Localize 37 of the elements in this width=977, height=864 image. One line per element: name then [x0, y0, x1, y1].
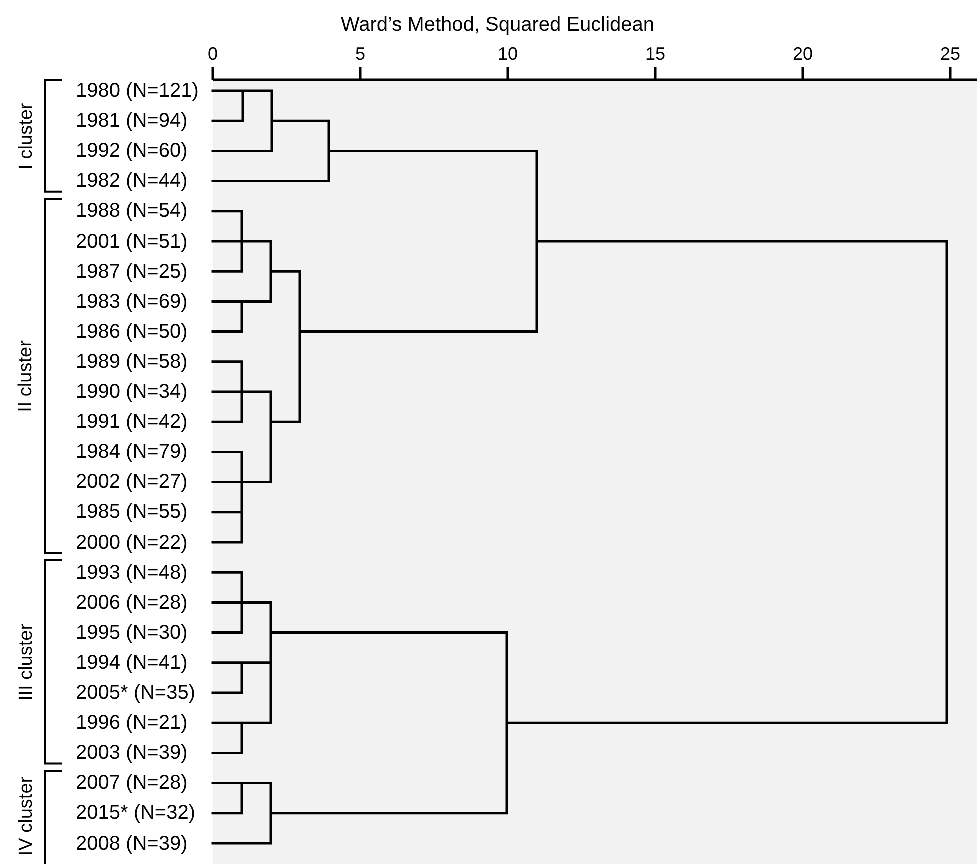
leaf-label: 2000 (N=22): [76, 532, 188, 552]
cluster-label: I cluster: [16, 102, 36, 170]
axis-title: Ward’s Method, Squared Euclidean: [341, 15, 655, 35]
leaf-label: 1982 (N=44): [76, 171, 188, 192]
leaf-label: 2002 (N=27): [76, 472, 188, 492]
leaf-label: 1994 (N=41): [76, 652, 188, 673]
tick-label: 5: [356, 45, 366, 63]
leaf-label: 1990 (N=34): [76, 382, 188, 402]
leaf-label: 1996 (N=21): [76, 713, 188, 734]
leaf-label: 1986 (N=50): [76, 322, 188, 342]
cluster-label: IV cluster: [16, 777, 36, 856]
leaf-label: 1991 (N=42): [76, 412, 188, 432]
leaf-label: 1985 (N=55): [76, 502, 188, 522]
leaf-label: 1995 (N=30): [76, 622, 188, 643]
leaf-label: 1980 (N=121): [76, 81, 199, 101]
leaf-label: 2003 (N=39): [76, 743, 188, 764]
leaf-label: 2008 (N=39): [76, 834, 188, 854]
leaf-label: 1984 (N=79): [76, 442, 188, 462]
leaf-label: 2006 (N=28): [76, 592, 188, 613]
tick-label: 15: [646, 45, 666, 63]
tick-label: 0: [208, 45, 218, 63]
tick-label: 20: [793, 45, 814, 63]
leaf-label: 1987 (N=25): [76, 262, 188, 282]
leaf-label: 1988 (N=54): [76, 201, 188, 222]
cluster-label: II cluster: [16, 340, 36, 412]
leaf-label: 1983 (N=69): [76, 292, 188, 312]
leaf-label: 1981 (N=94): [76, 111, 188, 132]
leaf-label: 1992 (N=60): [76, 141, 188, 162]
leaf-label: 2001 (N=51): [76, 232, 188, 252]
tick-label: 25: [940, 45, 961, 63]
leaf-label: 1993 (N=48): [76, 562, 188, 583]
tick-label: 10: [498, 45, 518, 63]
cluster-label: III cluster: [16, 624, 36, 701]
leaf-label: 2005* (N=35): [76, 683, 196, 703]
leaf-label: 2015* (N=32): [76, 803, 196, 824]
leaf-label: 2007 (N=28): [76, 773, 188, 794]
leaf-label: 1989 (N=58): [76, 352, 188, 372]
